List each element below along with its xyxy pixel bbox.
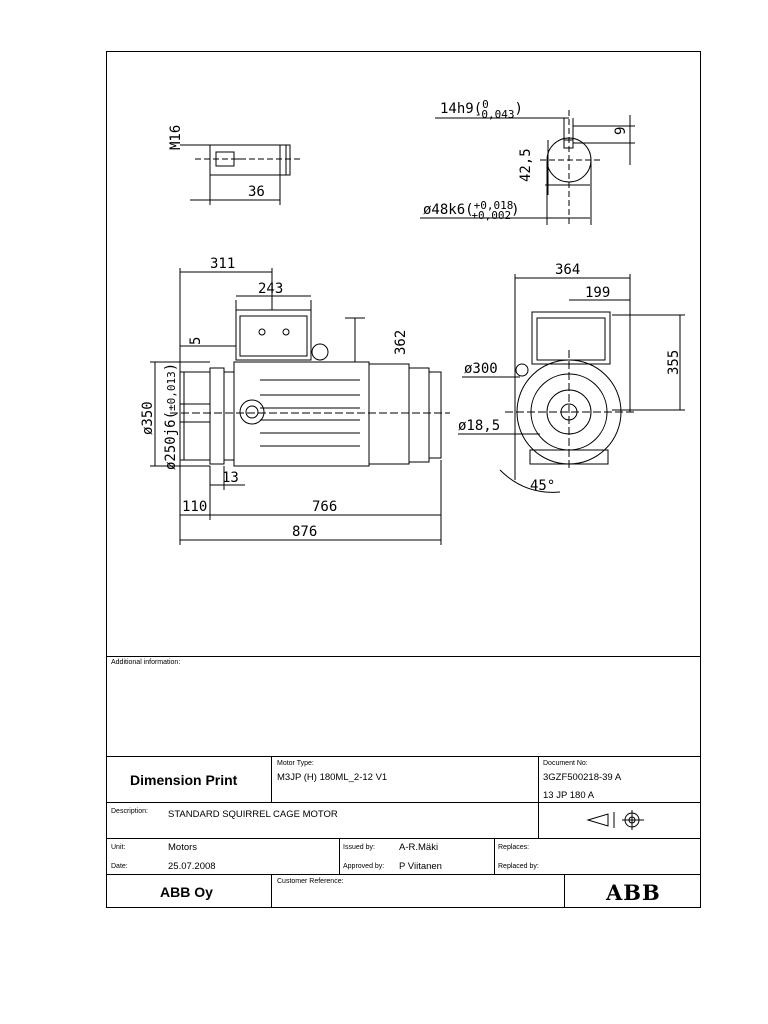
dim-key: 14h9(0-0,043) xyxy=(440,98,523,121)
customer-reference-label: Customer Reference: xyxy=(277,878,344,885)
approved-by: P Viitanen xyxy=(399,861,442,872)
motor-type-label: Motor Type: xyxy=(277,760,314,767)
motor-side-view xyxy=(150,268,450,545)
document-no-label: Document No: xyxy=(543,760,588,767)
unit: Motors xyxy=(168,842,198,853)
dim-250: ø250j6(±0,013) xyxy=(163,363,179,470)
dim-9: 9 xyxy=(613,127,629,135)
approved-by-label: Approved by: xyxy=(343,863,385,870)
dim-45deg: 45° xyxy=(530,478,555,494)
dim-shaft-diameter: ø48k6(+0,018+0,002) xyxy=(423,199,520,222)
document-title: Dimension Print xyxy=(130,772,238,788)
shaft-section-detail xyxy=(420,110,635,225)
description-label: Description: xyxy=(111,808,148,815)
replaced-by-label: Replaced by: xyxy=(498,863,539,870)
dim-243: 243 xyxy=(258,281,283,297)
dim-m16: M16 xyxy=(168,125,184,150)
dim-876: 876 xyxy=(292,524,317,540)
title-block: Additional information: Dimension Print … xyxy=(106,656,701,908)
dim-36: 36 xyxy=(248,184,265,200)
dim-199: 199 xyxy=(585,285,610,301)
date-label: Date: xyxy=(111,863,128,870)
dim-362: 362 xyxy=(393,330,409,355)
drawing-sheet xyxy=(106,51,701,908)
dim-300: ø300 xyxy=(464,361,498,377)
abb-logo: ABB xyxy=(606,880,661,905)
dim-5: 5 xyxy=(188,337,204,345)
issued-by-label: Issued by: xyxy=(343,844,375,851)
shaft-end-detail xyxy=(180,144,300,205)
description: STANDARD SQUIRREL CAGE MOTOR xyxy=(168,809,338,820)
document-no: 3GZF500218-39 A xyxy=(543,772,622,783)
dim-311: 311 xyxy=(210,256,235,272)
motor-type: M3JP (H) 180ML_2-12 V1 xyxy=(277,772,388,783)
date: 25.07.2008 xyxy=(168,861,216,872)
dimension-drawing: M16 36 14h9(0-0,043) 9 42,5 ø48k6(+0,018… xyxy=(140,98,685,545)
dim-13: 13 xyxy=(222,470,239,486)
document-no-2: 13 JP 180 A xyxy=(543,790,595,801)
dim-110: 110 xyxy=(182,499,207,515)
dim-766: 766 xyxy=(312,499,337,515)
dim-18-5: ø18,5 xyxy=(458,418,500,434)
motor-end-view xyxy=(458,274,685,493)
unit-label: Unit: xyxy=(111,844,126,851)
company-name: ABB Oy xyxy=(160,884,213,900)
dim-355: 355 xyxy=(666,350,682,375)
projection-symbol-icon xyxy=(586,810,644,830)
issued-by: A-R.Mäki xyxy=(399,842,439,853)
replaces-label: Replaces: xyxy=(498,844,530,851)
dim-350: ø350 xyxy=(140,401,156,435)
additional-info-label: Additional information: xyxy=(111,659,181,666)
dim-42-5: 42,5 xyxy=(518,148,534,182)
dim-364: 364 xyxy=(555,262,580,278)
